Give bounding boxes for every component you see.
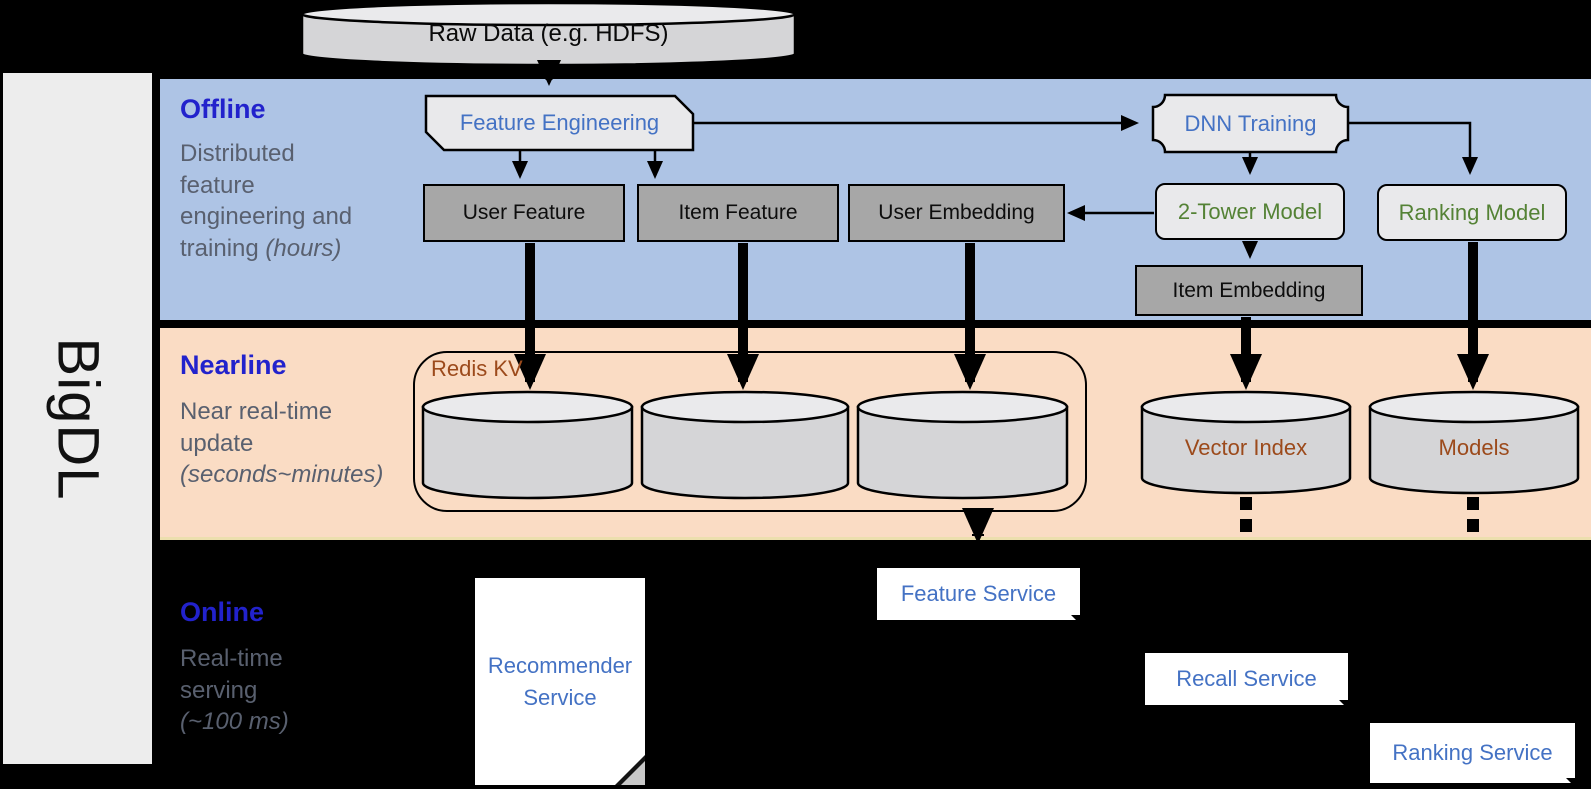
offline-section-description: Distributed feature engineering and trai… (180, 138, 365, 265)
recommender-service-card: Recommender Service (475, 578, 645, 785)
models-label: Models (1438, 435, 1510, 460)
online-duration-text: (~100 ms) (180, 708, 289, 736)
bigdl-sidebar: BigDL (3, 73, 152, 764)
user-feature-box: User Feature (423, 184, 625, 242)
online-description-text: Real-time serving (180, 645, 283, 704)
offline-description-text: Distributed feature engineering and trai… (180, 140, 353, 263)
nearline-duration-text: (seconds~minutes) (180, 461, 384, 489)
nearline-section-title: Nearline (180, 350, 287, 380)
online-section-title: Online (180, 597, 265, 627)
item-feature-box: Item Feature (637, 184, 839, 242)
bigdl-logo-text: BigDL (45, 337, 110, 500)
redis-kv-container (413, 351, 1087, 512)
ranking-service-card: Ranking Service (1370, 723, 1577, 789)
vector-index-label: Vector Index (1184, 435, 1308, 460)
feature-service-card: Feature Service (877, 568, 1082, 626)
online-section-description: Real-time serving (~100 ms) (180, 643, 320, 738)
user-embedding-box: User Embedding (848, 184, 1065, 242)
redis-kv-label: Redis KV (431, 356, 523, 381)
nearline-section-description: Near real-time update (seconds~minutes) (180, 396, 385, 491)
offline-section-title: Offline (180, 94, 266, 124)
dnn-training-label: DNN Training (1184, 110, 1317, 136)
nearline-description-text: Near real-time update (180, 398, 333, 457)
two-tower-model-box: 2-Tower Model (1155, 183, 1345, 240)
offline-duration-text: (hours) (265, 235, 342, 263)
feature-engineering-label: Feature Engineering (459, 110, 660, 135)
recall-service-card: Recall Service (1145, 653, 1350, 711)
item-embedding-box: Item Embedding (1135, 265, 1363, 316)
ranking-model-box: Ranking Model (1377, 184, 1567, 241)
raw-data-label: Raw Data (e.g. HDFS) (428, 20, 669, 47)
